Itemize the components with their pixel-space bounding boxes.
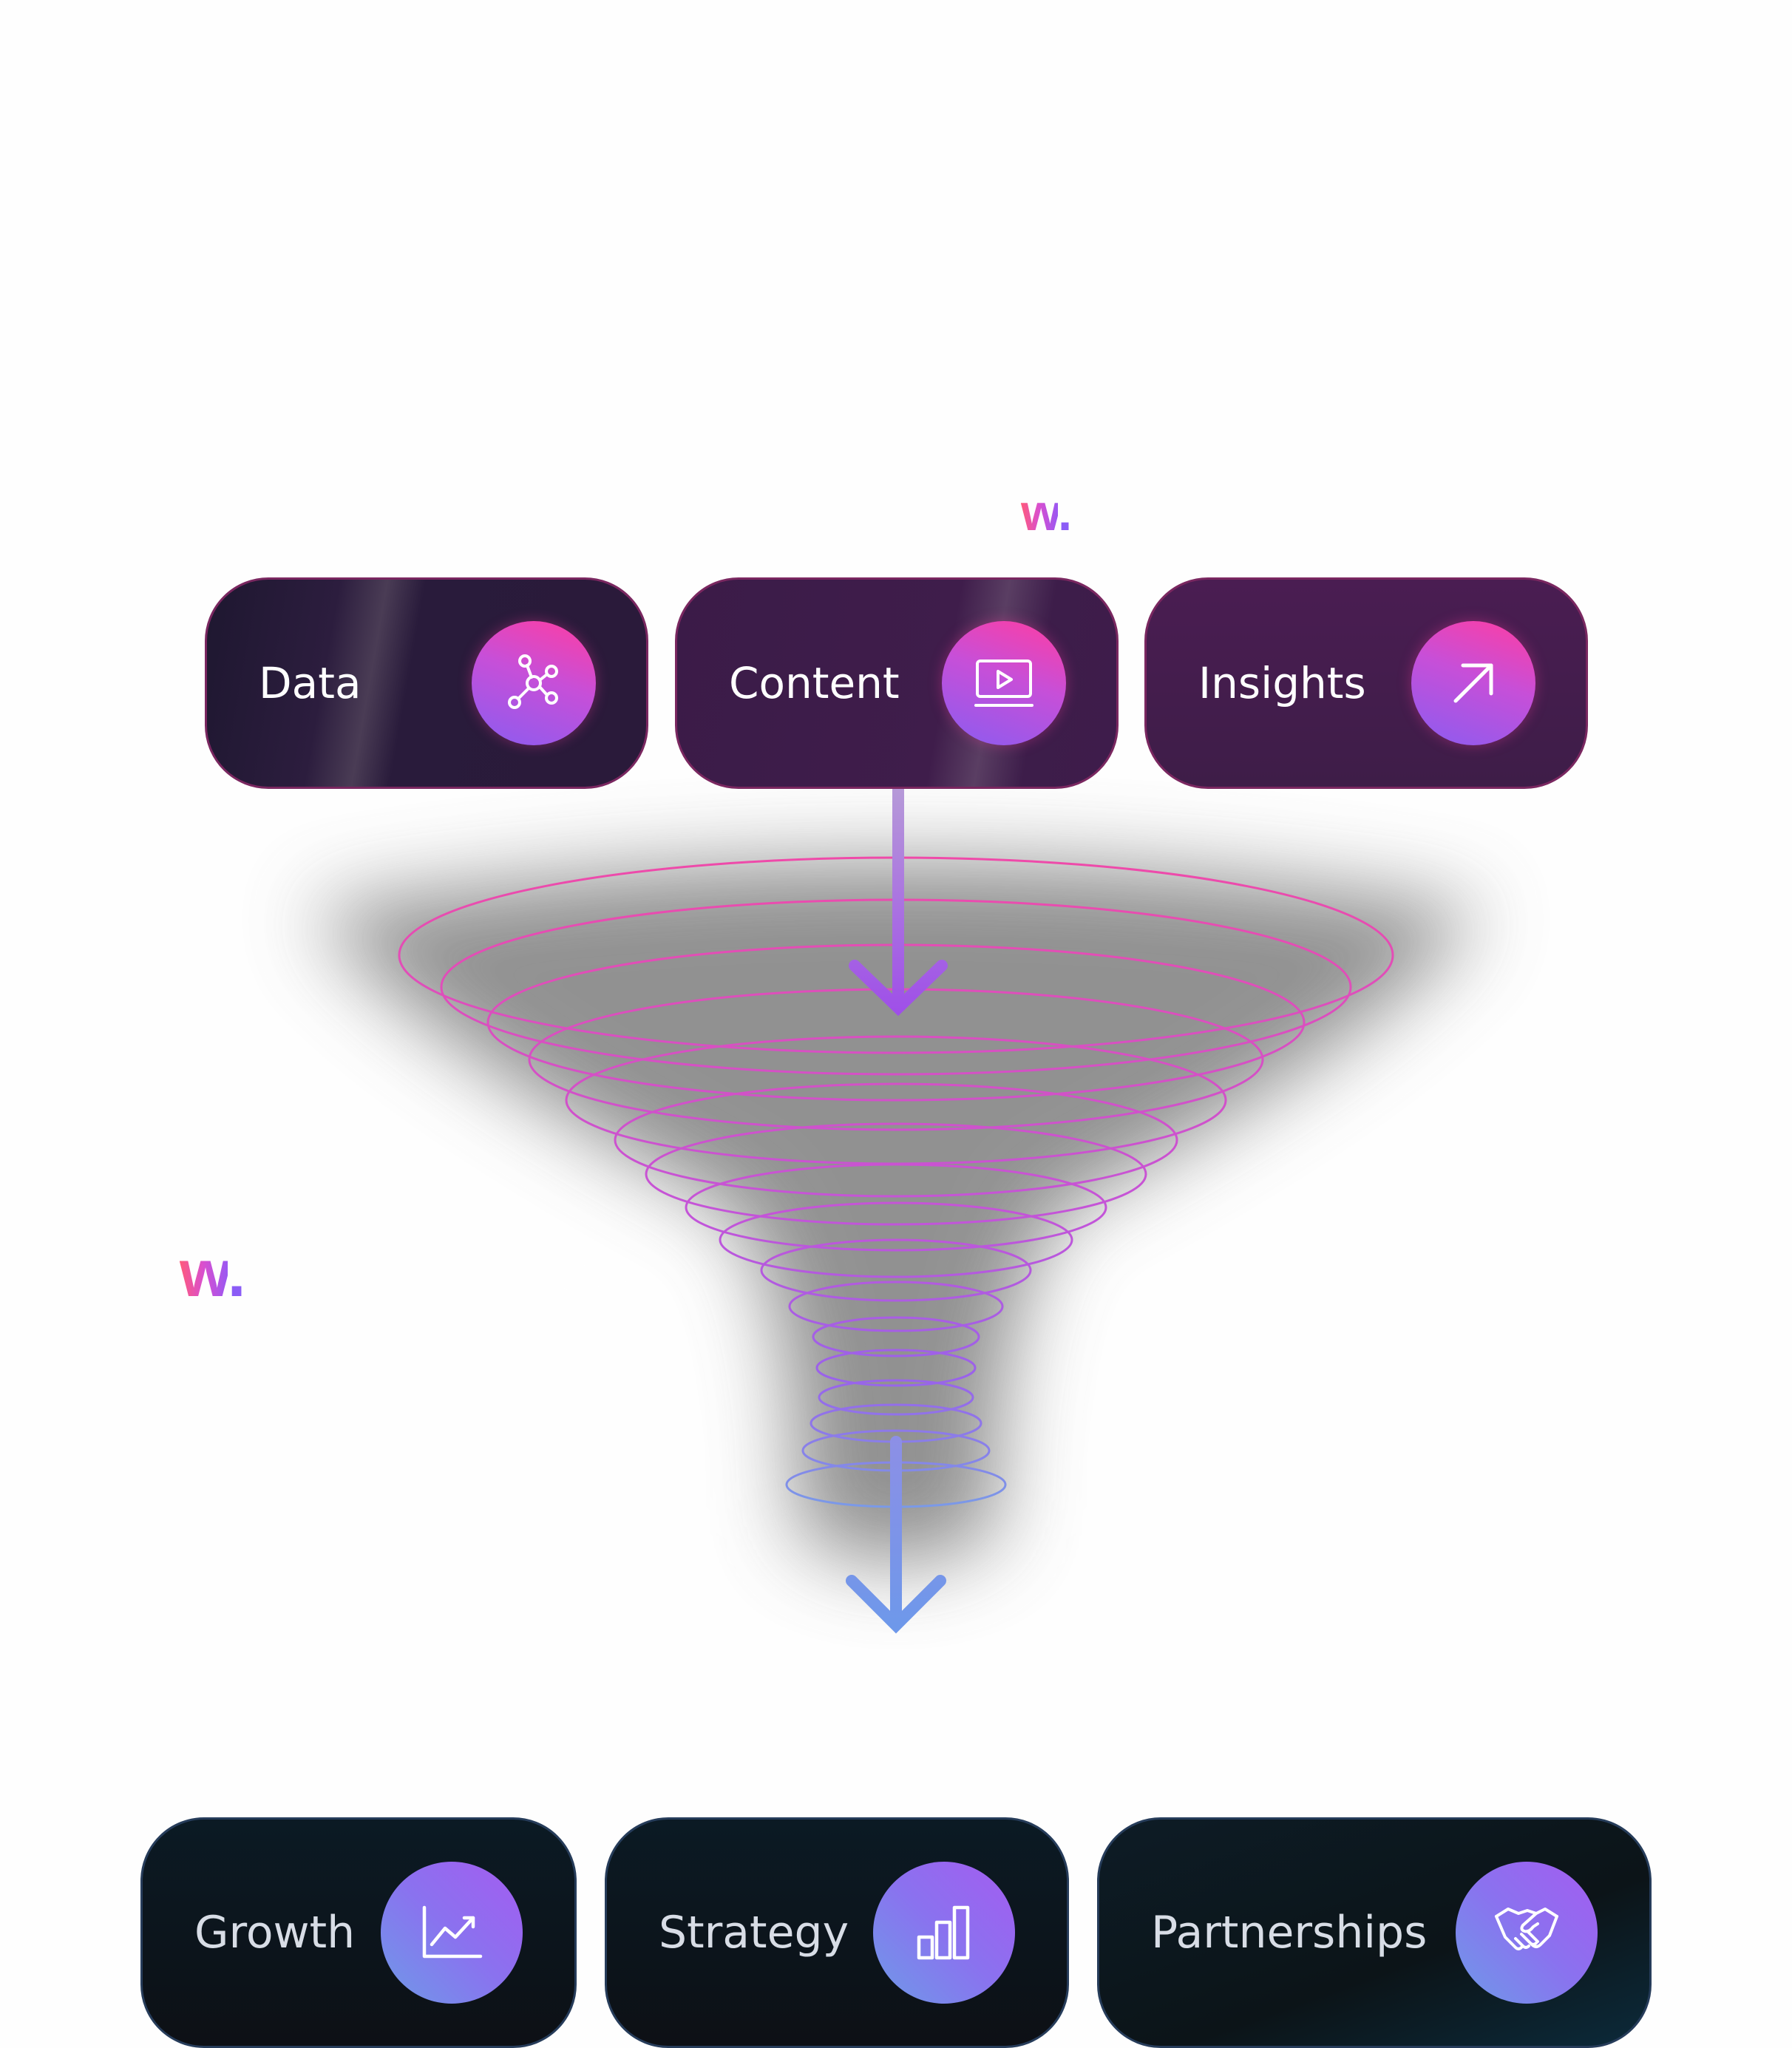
output-pill-growth: Growth (140, 1817, 577, 2048)
funnel-shadow (310, 861, 1482, 1564)
brand-logo: w. (1021, 484, 1072, 541)
arrow-down-icon (849, 784, 948, 1017)
funnel-ring (614, 1082, 1178, 1198)
brand-logo: w. (180, 1237, 246, 1311)
input-pill-content: Content (675, 577, 1119, 789)
pill-label: Content (729, 658, 900, 708)
output-pill-partnerships: Partnerships (1097, 1817, 1652, 2048)
faded-heading-fragment: ce (554, 1233, 634, 1306)
pill-label: Insights (1198, 658, 1366, 708)
video-play-icon (942, 621, 1066, 745)
pill-label: Growth (194, 1907, 356, 1959)
pill-label: Data (259, 658, 362, 708)
funnel-ring (645, 1122, 1147, 1226)
bar-chart-icon (873, 1862, 1015, 2004)
input-pill-data: Data (205, 577, 648, 789)
network-icon (472, 621, 596, 745)
pill-label: Strategy (659, 1907, 849, 1959)
funnel-ring (815, 1349, 977, 1387)
funnel-ring (685, 1163, 1107, 1252)
output-pill-strategy: Strategy (605, 1817, 1069, 2048)
arrow-down-icon (846, 1436, 946, 1634)
funnel-ring (719, 1201, 1073, 1278)
trend-chart-icon (381, 1862, 523, 2004)
funnel-ring (812, 1316, 980, 1357)
handshake-icon (1456, 1862, 1598, 2004)
pill-label: Partnerships (1151, 1907, 1428, 1959)
funnel-ring (818, 1379, 974, 1416)
input-pill-insights: Insights (1144, 577, 1588, 789)
arrow-up-right-icon (1411, 621, 1535, 745)
funnel-ring (788, 1281, 1004, 1332)
funnel-ring (760, 1238, 1032, 1302)
